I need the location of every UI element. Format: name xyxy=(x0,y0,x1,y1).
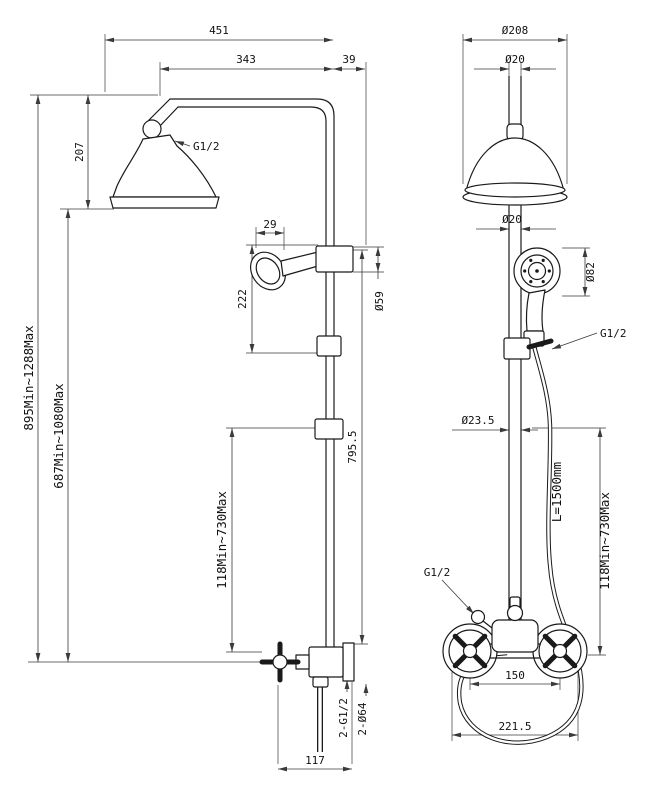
riser-union-nut xyxy=(316,335,342,357)
dim-wall-offset-label: 39 xyxy=(342,53,355,66)
top-supply-pipe xyxy=(508,75,522,129)
dim-escutcheons-label: 2-Ø64 xyxy=(356,702,369,735)
dim-lower-adjust-right-label: 118Min~730Max xyxy=(597,492,612,590)
slider-bracket xyxy=(503,337,531,360)
left-handle-hub xyxy=(462,643,478,659)
front-view-labels: Ø208 Ø20 Ø20 Ø82 G1/2 Ø23.5 L=1500mm 118… xyxy=(424,24,627,733)
dim-handset-drop-label: 222 xyxy=(236,289,249,309)
outlet-threads-label: 2-G1/2 xyxy=(337,698,350,738)
side-view-dimension-lines xyxy=(35,37,381,772)
dim-overall-height-label: 895Min~1288Max xyxy=(21,325,36,431)
valve-body-side xyxy=(308,646,344,678)
shower-arm-inner xyxy=(177,106,327,651)
right-handle-hub xyxy=(552,643,568,659)
arm-ball-joint xyxy=(142,119,162,139)
dim-head-drop-label: 207 xyxy=(73,142,86,162)
extension-line xyxy=(277,682,353,764)
head-thread-label: G1/2 xyxy=(193,140,220,153)
hand-shower-nozzles xyxy=(523,258,551,284)
hand-shower-handle xyxy=(525,289,546,332)
shower-arm-and-riser xyxy=(169,98,335,651)
side-view-labels: 451 343 39 207 G1/2 29 222 Ø59 795.5 895… xyxy=(21,24,386,767)
slider-lever xyxy=(526,338,554,350)
shower-head-dome xyxy=(465,137,565,192)
shower-head-rim xyxy=(109,196,220,209)
extension-line xyxy=(532,427,606,656)
hand-shower-handle-side xyxy=(280,251,319,277)
hand-shower-ring xyxy=(520,254,554,288)
hose-length-label: L=1500mm xyxy=(549,462,564,522)
diverter-knob xyxy=(506,604,524,622)
extension-line xyxy=(255,227,285,250)
extension-line xyxy=(246,244,318,354)
hand-shower-center-ring xyxy=(527,261,547,281)
shower-head-rim-inner xyxy=(464,182,566,198)
mixer-body xyxy=(491,619,539,653)
dim-spout-reach-label: 117 xyxy=(305,754,325,767)
wall-bracket-side xyxy=(315,245,354,273)
inlet-thread-label: G1/2 xyxy=(424,566,451,579)
slider-thread-label: G1/2 xyxy=(600,327,627,340)
dim-head-diameter-label: Ø208 xyxy=(502,24,529,37)
dim-holder-width-label: 29 xyxy=(263,218,276,231)
dim-arm-reach-label: 343 xyxy=(236,53,256,66)
inlet-stem xyxy=(482,620,493,629)
dim-column-diameter-label: Ø23.5 xyxy=(461,414,494,427)
slider-bracket-side xyxy=(314,418,344,440)
dim-riser-height-label: 687Min~1080Max xyxy=(51,383,66,489)
leader-slider-thread xyxy=(551,332,598,350)
front-view: Ø208 Ø20 Ø20 Ø82 G1/2 Ø23.5 L=1500mm 118… xyxy=(424,24,627,745)
leader-inlet-thread xyxy=(441,579,475,615)
dim-valve-width-label: 221.5 xyxy=(498,720,531,733)
dim-handle-centers-label: 150 xyxy=(505,669,525,682)
side-view-geometry xyxy=(109,98,355,752)
inlet-union xyxy=(470,609,486,625)
cross-handle-hub-side xyxy=(272,654,288,670)
dim-bracket-flange-label: Ø59 xyxy=(373,291,386,311)
dim-overall-width-label: 451 xyxy=(209,24,229,37)
front-view-geometry xyxy=(442,75,588,745)
dim-lower-adjust-left-label: 118Min~730Max xyxy=(214,491,229,589)
front-view-extension-lines xyxy=(451,34,606,741)
side-view: 451 343 39 207 G1/2 29 222 Ø59 795.5 895… xyxy=(21,24,386,772)
dim-top-pipe-diameter-label: Ø20 xyxy=(505,53,525,66)
dim-handset-diameter-label: Ø82 xyxy=(584,262,597,282)
extension-line xyxy=(462,34,568,184)
valve-flange-side xyxy=(342,642,355,682)
arm-elbow xyxy=(148,98,179,129)
extension-line xyxy=(226,427,316,653)
hand-shower-face-side xyxy=(255,257,281,285)
shower-hose-inner xyxy=(457,345,583,744)
dim-mid-pipe-diameter-label: Ø20 xyxy=(502,213,522,226)
shower-hose-outer xyxy=(456,345,584,745)
front-view-dimension-lines xyxy=(441,37,603,738)
leader-head-thread xyxy=(174,140,191,147)
dim-column-length-label: 795.5 xyxy=(346,430,359,463)
spout-nut-side xyxy=(312,676,329,688)
extension-line xyxy=(353,246,384,273)
